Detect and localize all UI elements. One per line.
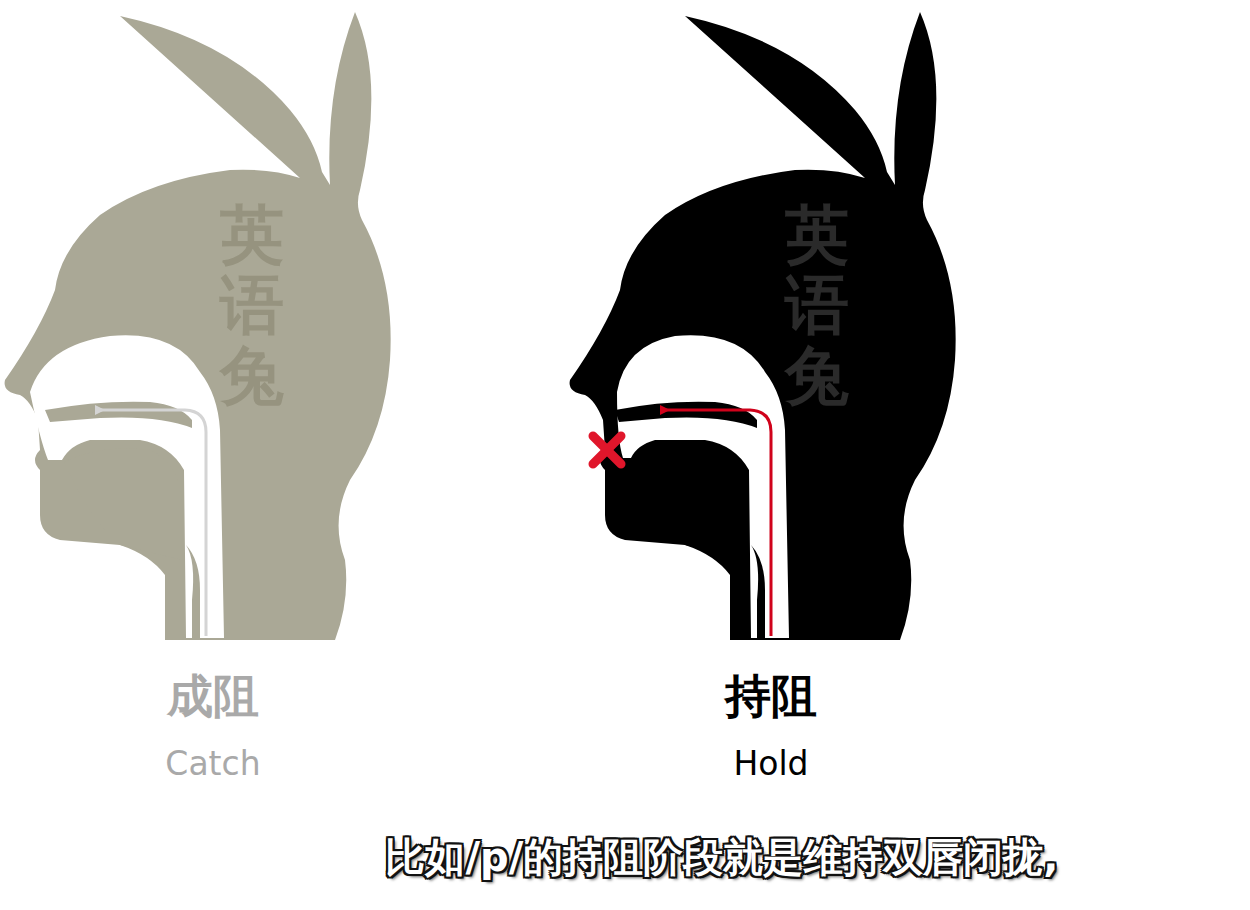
head-silhouette [570,12,956,640]
epiglottis [751,545,765,638]
tongue [631,448,747,560]
head-catch [5,12,391,640]
watermark: 英语兔 [785,200,849,411]
airflow-arrow [665,410,771,636]
phase-subtitle: Catch [165,744,260,783]
watermark: 英语兔 [220,200,284,411]
phase-title: 成阻 [167,666,259,728]
vocal-tract [617,335,789,638]
airflow-arrow [100,410,206,636]
phase-subtitle: Hold [733,744,808,783]
subtitle: 比如/p/的持阻阶段就是维持双唇闭拢, [385,830,1058,885]
epiglottis [186,545,200,638]
tongue [64,449,182,561]
head-silhouette [5,12,391,640]
palate [45,402,192,428]
phase-title: 持阻 [725,666,817,728]
palate [615,402,757,428]
head-hold [570,12,956,640]
closure-mark [593,436,621,464]
vocal-tract [30,335,224,638]
